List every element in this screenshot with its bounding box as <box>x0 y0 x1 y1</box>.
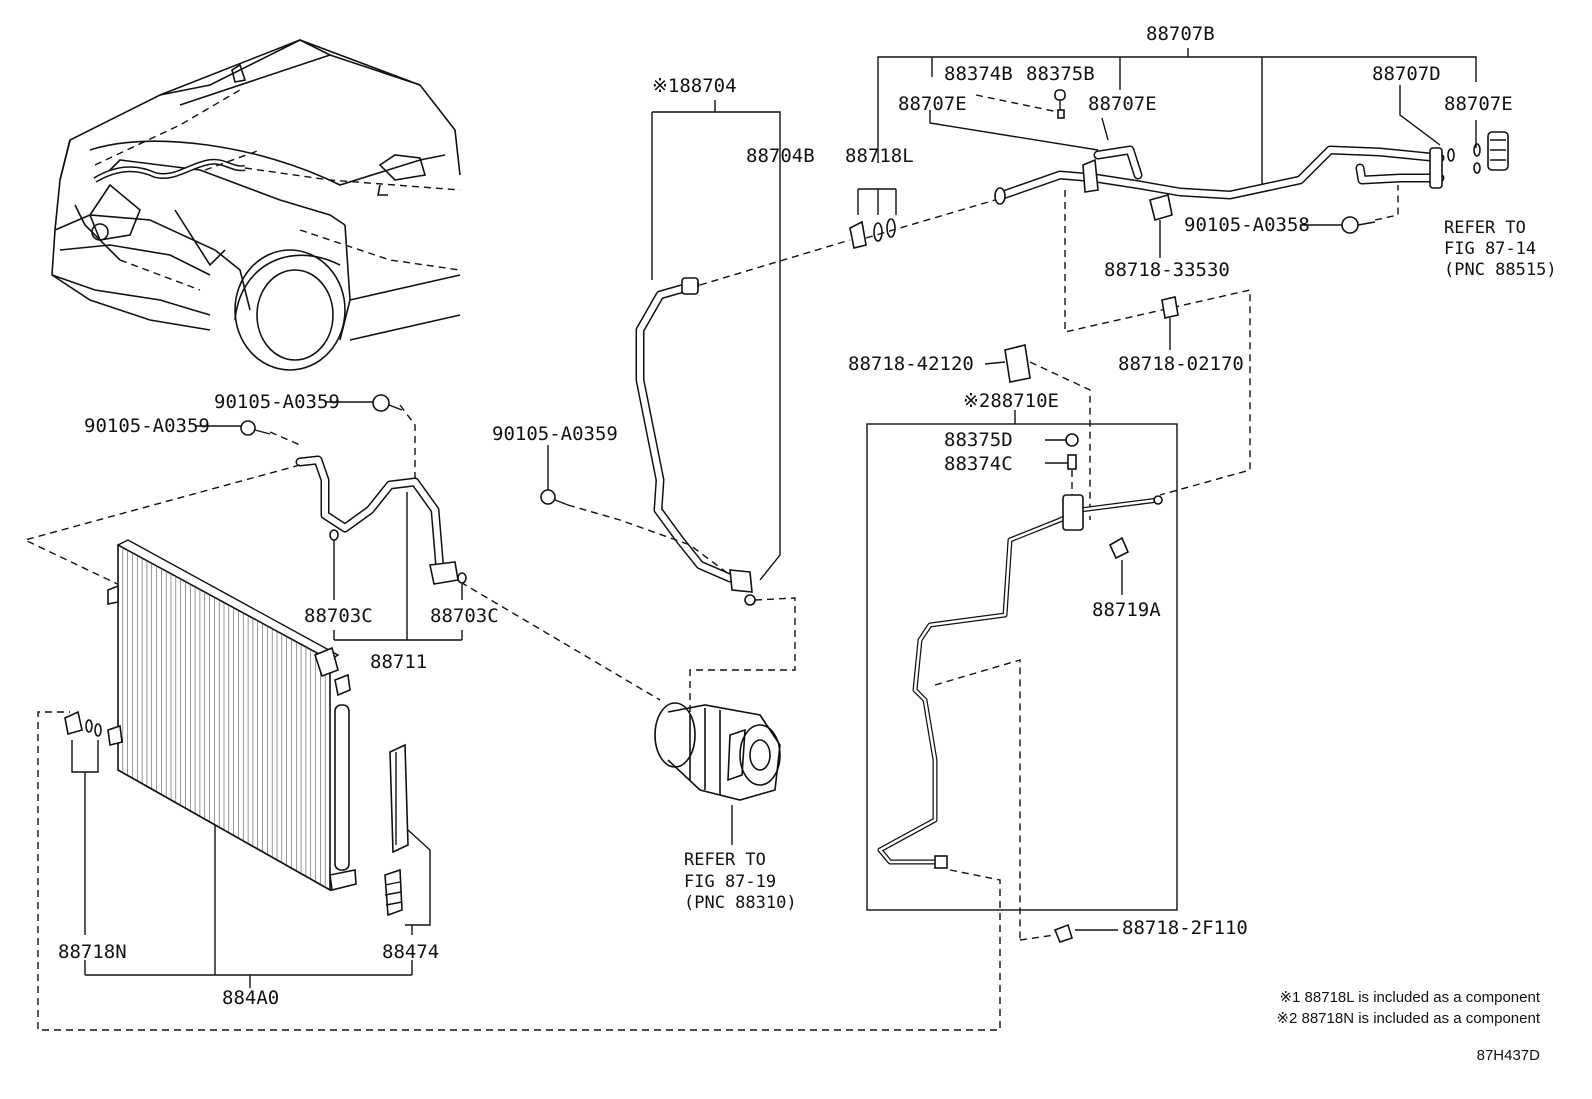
label-88711: 88711 <box>370 651 427 673</box>
label-88707E-left: 88707E <box>898 93 967 115</box>
label-90105-A0359-left: 90105-A0359 <box>84 415 210 437</box>
label-88704: ※188704 <box>652 75 737 97</box>
label-88374B: 88374B <box>944 63 1013 85</box>
part-labels: 88707B 88374B 88375B 88707D 88707E 88707… <box>58 23 1513 1009</box>
label-88707E-right: 88707E <box>1444 93 1513 115</box>
label-88374C: 88374C <box>944 453 1013 475</box>
bracket-88707B <box>877 48 1477 190</box>
label-88703C-left: 88703C <box>304 605 373 627</box>
ref-87-19-line2: FIG 87-19 <box>684 872 776 892</box>
label-88718L: 88718L <box>845 145 914 167</box>
label-88703C-right: 88703C <box>430 605 499 627</box>
vehicle-front-illustration <box>51 39 461 371</box>
label-88718-2F110: 88718-2F110 <box>1122 917 1248 939</box>
label-88707B: 88707B <box>1146 23 1215 45</box>
label-88710E: ※288710E <box>963 390 1059 412</box>
bolt-90105-A0359-center <box>540 445 731 576</box>
88718N-group <box>64 710 413 988</box>
reference-fig-87-14: REFER TO FIG 87-14 (PNC 88515) <box>1444 218 1557 280</box>
label-884A0: 884A0 <box>222 987 279 1009</box>
ref-87-14-line3: (PNC 88515) <box>1444 260 1557 280</box>
label-90105-A0359-top: 90105-A0359 <box>214 391 340 413</box>
reference-fig-87-19: REFER TO FIG 87-19 (PNC 88310) <box>684 850 797 913</box>
label-90105-A0359-center: 90105-A0359 <box>492 423 618 445</box>
label-88707E-center: 88707E <box>1088 93 1157 115</box>
fittings-top <box>975 85 1509 174</box>
footnote-1: ※1 88718L is included as a component <box>1279 989 1540 1006</box>
label-88718N: 88718N <box>58 941 127 963</box>
ref-87-14-line1: REFER TO <box>1444 218 1526 238</box>
label-88718-33530: 88718-33530 <box>1104 259 1230 281</box>
footnote-2: ※2 88718N is included as a component <box>1276 1010 1540 1027</box>
ref-87-19-line1: REFER TO <box>684 850 766 870</box>
label-88718-02170: 88718-02170 <box>1118 353 1244 375</box>
hose-88704 <box>635 100 851 720</box>
label-88375B: 88375B <box>1026 63 1095 85</box>
compressor <box>439 569 781 845</box>
label-88704B: 88704B <box>746 145 815 167</box>
hose-88711 <box>22 404 467 641</box>
box-88710E <box>37 410 1178 1031</box>
ref-87-19-line3: (PNC 88310) <box>684 893 797 913</box>
bolt-90105-A0358 <box>1300 185 1399 234</box>
suction-pipe-88707 <box>994 145 1455 205</box>
88474-group <box>384 743 431 935</box>
label-88718-42120: 88718-42120 <box>848 353 974 375</box>
label-88474: 88474 <box>382 941 439 963</box>
bolt-90105-A0359-left <box>196 394 403 436</box>
clamp-88718-2F110 <box>1019 923 1118 943</box>
ref-87-14-line2: FIG 87-14 <box>1444 239 1536 259</box>
label-90105-A0358: 90105-A0358 <box>1184 214 1310 236</box>
label-88719A: 88719A <box>1092 599 1161 621</box>
condenser-884A0 <box>107 539 357 975</box>
clamp-88718-42120 <box>984 344 1091 520</box>
88718L-clip-group <box>849 188 996 249</box>
label-88375D: 88375D <box>944 429 1013 451</box>
clamp-88718-33530 <box>1064 190 1251 496</box>
label-88707D: 88707D <box>1372 63 1441 85</box>
diagram-code: 87H437D <box>1477 1047 1541 1064</box>
